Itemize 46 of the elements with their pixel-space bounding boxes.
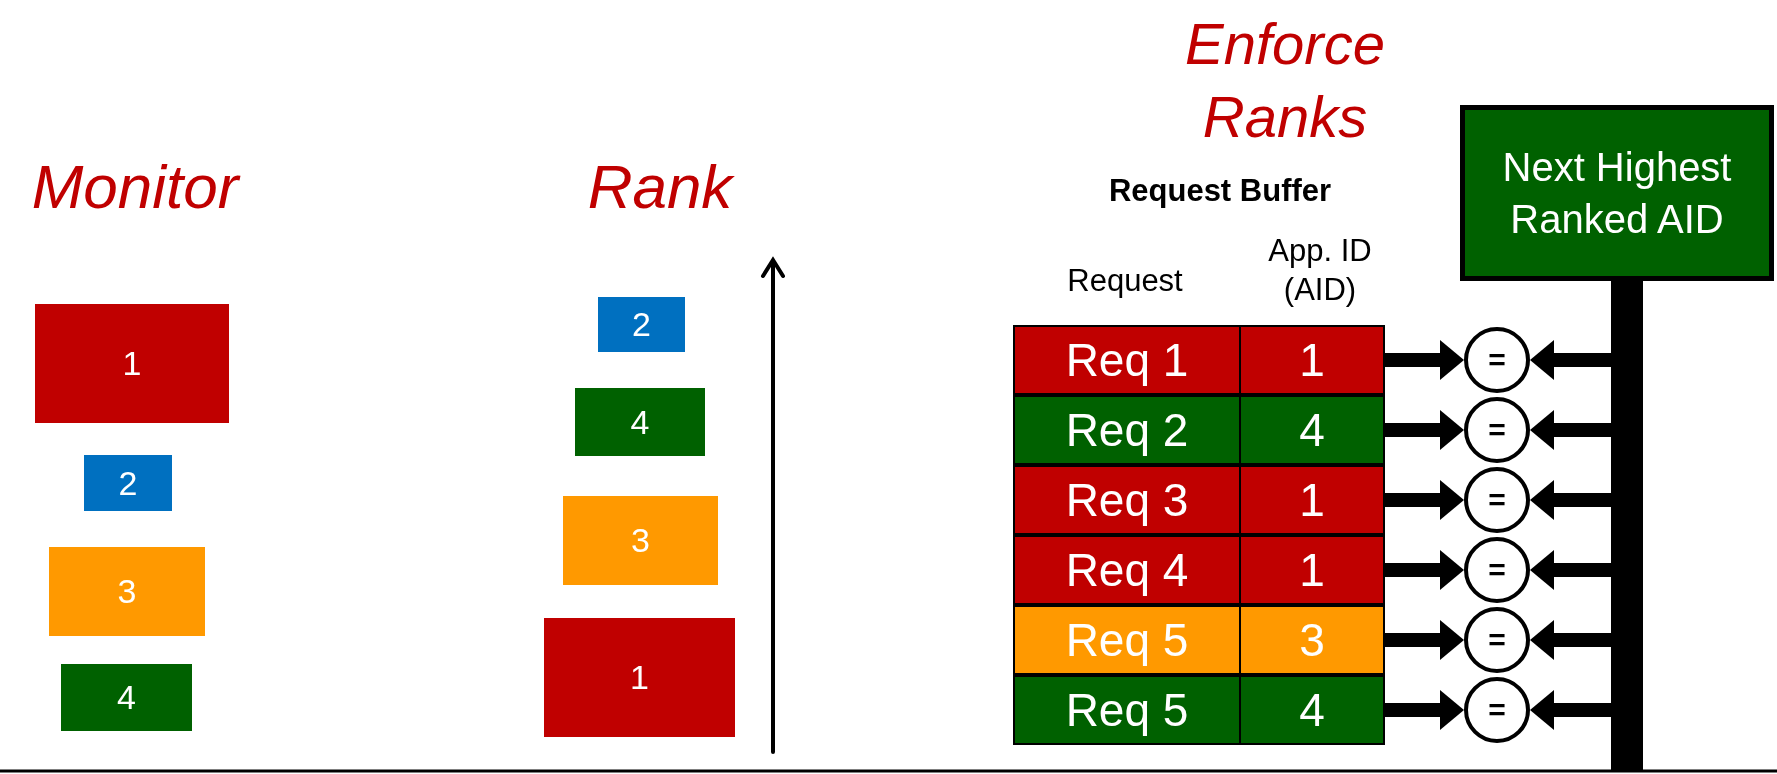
arrow <box>1530 620 1611 660</box>
table-cell: Req 4 <box>1013 535 1241 605</box>
comparator-circle: = <box>1464 607 1530 673</box>
table-cell: 4 <box>1239 675 1385 745</box>
arrow <box>1385 410 1464 450</box>
column-header: Request <box>1066 262 1184 300</box>
arrow <box>1530 340 1611 380</box>
rank-box: 3 <box>563 496 718 585</box>
arrow <box>1385 550 1464 590</box>
section-title: Rank <box>586 151 736 223</box>
table-cell: Req 2 <box>1013 395 1241 465</box>
comparator-circle: = <box>1464 327 1530 393</box>
table-title: Request Buffer <box>1107 172 1333 210</box>
comparator-circle: = <box>1464 397 1530 463</box>
rank-box: 4 <box>575 388 705 456</box>
result-box: Next Highest Ranked AID <box>1460 105 1774 281</box>
table-cell: Req 1 <box>1013 325 1241 395</box>
arrow <box>1385 690 1464 730</box>
arrow <box>1385 480 1464 520</box>
rank-box: 2 <box>598 297 685 352</box>
arrow <box>1530 550 1611 590</box>
activity-box: 1 <box>35 304 229 423</box>
table-cell: Req 3 <box>1013 465 1241 535</box>
bus-bar <box>1611 281 1643 771</box>
table-cell: Req 5 <box>1013 605 1241 675</box>
comparator-circle: = <box>1464 677 1530 743</box>
activity-box: 4 <box>61 664 192 731</box>
table-cell: 3 <box>1239 605 1385 675</box>
rank-box: 1 <box>544 618 735 737</box>
table-cell: Req 5 <box>1013 675 1241 745</box>
table-cell: 1 <box>1239 325 1385 395</box>
comparator-circle: = <box>1464 537 1530 603</box>
table-cell: 1 <box>1239 535 1385 605</box>
arrow <box>1530 410 1611 450</box>
activity-box: 3 <box>49 547 205 636</box>
arrow <box>1385 620 1464 660</box>
table-cell: 4 <box>1239 395 1385 465</box>
section-title: Enforce Ranks <box>1184 10 1386 151</box>
table-cell: 1 <box>1239 465 1385 535</box>
arrow <box>1530 690 1611 730</box>
comparator-circle: = <box>1464 467 1530 533</box>
section-title: Monitor <box>30 151 242 223</box>
activity-box: 2 <box>84 455 172 511</box>
arrow <box>1530 480 1611 520</box>
column-header: App. ID (AID) <box>1267 232 1373 309</box>
arrow <box>1385 340 1464 380</box>
